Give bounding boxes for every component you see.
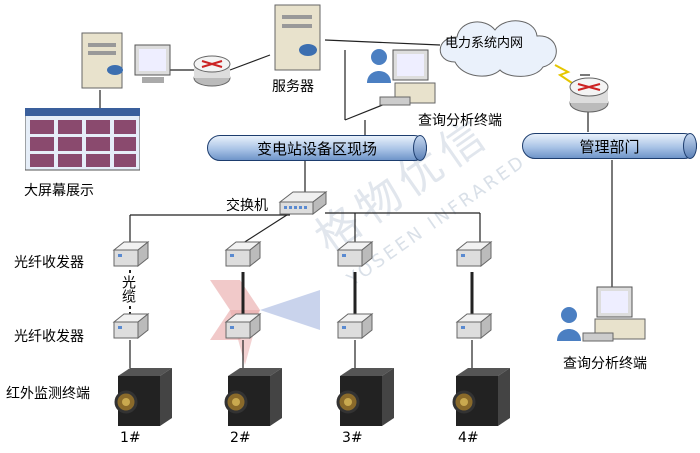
- transceiver-icon: [336, 312, 374, 340]
- switch-label: 交换机: [226, 198, 268, 214]
- monitor-wall-icon: [25, 108, 140, 171]
- transceiver-icon: [112, 312, 150, 340]
- camera-id-label: 3#: [342, 430, 363, 446]
- transceiver-icon: [224, 240, 262, 268]
- fiber-label: 光缆: [118, 275, 138, 303]
- user-icon: [367, 49, 436, 106]
- terminal-label: 红外监测终端: [6, 386, 90, 402]
- camera-icon: [452, 368, 510, 426]
- user-icon: [557, 286, 646, 342]
- router-icon: [193, 55, 231, 87]
- server-icon: [274, 4, 321, 71]
- transceiver-bottom-label: 光纤收发器: [14, 329, 84, 345]
- server-label: 服务器: [272, 79, 314, 95]
- camera-icon: [224, 368, 282, 426]
- cloud-icon: [439, 20, 557, 77]
- transceiver-icon: [112, 240, 150, 268]
- camera-id-label: 1#: [120, 430, 141, 446]
- switch-icon: [278, 190, 328, 216]
- camera-id-label: 4#: [458, 430, 479, 446]
- management-bus: 管理部门: [522, 133, 697, 159]
- transceiver-icon: [455, 240, 493, 268]
- camera-icon: [336, 368, 394, 426]
- substation-bus: 变电站设备区现场: [207, 135, 427, 161]
- camera-id-label: 2#: [230, 430, 251, 446]
- transceiver-top-label: 光纤收发器: [14, 255, 84, 271]
- transceiver-icon: [224, 312, 262, 340]
- router-icon: [569, 77, 609, 113]
- power-net-label: 电力系统内网: [445, 36, 524, 51]
- camera-icon: [114, 368, 172, 426]
- query-terminal-right-label: 查询分析终端: [563, 356, 647, 372]
- transceiver-icon: [455, 312, 493, 340]
- workstation-icon: [81, 32, 171, 89]
- query-terminal-top-label: 查询分析终端: [418, 113, 502, 129]
- big-screen-label: 大屏幕展示: [24, 183, 94, 199]
- transceiver-icon: [336, 240, 374, 268]
